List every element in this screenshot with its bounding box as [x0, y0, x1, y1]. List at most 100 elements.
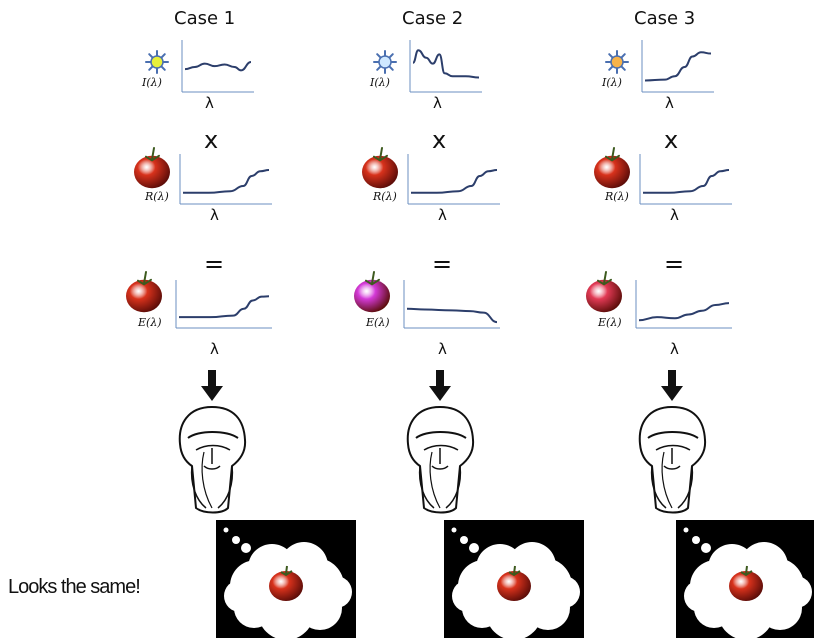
sun-disc [610, 55, 624, 69]
head-cheek [201, 451, 213, 509]
emitted-label: E(λ) [138, 316, 162, 329]
thought-cloud [258, 584, 314, 640]
tomato-stem [365, 271, 380, 286]
multiply-sign: x [204, 126, 219, 154]
thought-cloud [780, 576, 812, 608]
plot-curve [638, 302, 730, 322]
sun-ray [620, 65, 626, 71]
tomato-body [354, 279, 390, 313]
thought-dot [683, 527, 689, 533]
sun-ray [160, 53, 166, 59]
plot-curve [412, 49, 480, 79]
plot-curve [179, 295, 270, 319]
thought-cloud [320, 576, 352, 608]
head-brow [187, 431, 239, 439]
thought-dot [701, 543, 711, 553]
head-icon [178, 406, 247, 514]
thought-bubble [676, 520, 814, 640]
sun-ray [148, 53, 154, 59]
tomato-icon [594, 147, 630, 189]
multiply-sign: x [664, 126, 679, 154]
reflectance-plot [639, 154, 732, 205]
sun-ray [388, 65, 394, 71]
sun-ray [620, 53, 626, 59]
tomato-icon [586, 271, 622, 313]
illuminant-label: I(λ) [602, 76, 622, 89]
arrow-shape [201, 370, 223, 401]
head-line [195, 444, 231, 451]
looks-same-label: Looks the same! [8, 576, 141, 598]
head-jaw [190, 465, 234, 509]
sun-disc [150, 55, 164, 69]
head-nose [431, 448, 449, 470]
thought-cloud [486, 584, 542, 640]
tomato-stem [145, 147, 160, 162]
emitted-label: E(λ) [366, 316, 390, 329]
sun-ray [608, 53, 614, 59]
reflectance-plot [407, 154, 500, 205]
thought-tomato-stem [508, 565, 521, 577]
head-line [655, 444, 691, 451]
sun-ray [376, 53, 382, 59]
thought-dot [241, 543, 251, 553]
sun-ray [388, 53, 394, 59]
sun-icon [605, 50, 629, 74]
tomato-body [594, 155, 630, 189]
equals-sign: = [432, 250, 453, 278]
head-icon [638, 406, 707, 514]
tomato-body [126, 279, 162, 313]
wavelength-label: λ [438, 206, 447, 224]
head-brow [647, 431, 699, 439]
thought-cloud [684, 580, 716, 612]
thought-tomato-stem [740, 565, 753, 577]
down-arrow-icon [429, 370, 451, 401]
emitted-plot [635, 280, 732, 329]
equals-sign: = [204, 250, 225, 278]
emitted-plot [403, 280, 500, 329]
sun-disc [378, 55, 392, 69]
case-title: Case 3 [634, 8, 696, 29]
head-brow [415, 431, 467, 439]
wavelength-label: λ [205, 94, 214, 112]
tomato-stem [137, 271, 152, 286]
arrow-shape [661, 370, 683, 401]
thought-bubble [444, 520, 584, 640]
sun-ray [148, 65, 154, 71]
head-cheek [429, 451, 441, 509]
thought-tomato [497, 571, 531, 601]
thought-dot [223, 527, 229, 533]
wavelength-label: λ [210, 340, 219, 358]
multiply-sign: x [432, 126, 447, 154]
wavelength-label: λ [670, 206, 679, 224]
plot-curve [644, 51, 712, 82]
plot-curve [410, 169, 498, 194]
tomato-body [362, 155, 398, 189]
case-title: Case 2 [402, 8, 464, 29]
reflectance-label: R(λ) [145, 190, 169, 203]
illuminant-label: I(λ) [142, 76, 162, 89]
illuminant-label: I(λ) [370, 76, 390, 89]
thought-dot [692, 536, 700, 544]
tomato-body [586, 279, 622, 313]
sun-ray [608, 65, 614, 71]
tomato-stem [605, 147, 620, 162]
thought-tomato [269, 571, 303, 601]
equals-sign: = [664, 250, 685, 278]
wavelength-label: λ [665, 94, 674, 112]
head-jaw [650, 465, 694, 509]
thought-dot [469, 543, 479, 553]
plot-curve [642, 169, 730, 194]
plot-curve [406, 307, 498, 324]
thought-dot [460, 536, 468, 544]
thought-tomato [729, 571, 763, 601]
illuminant-plot [641, 40, 714, 93]
wavelength-label: λ [433, 94, 442, 112]
thought-bubble [216, 520, 356, 640]
wavelength-label: λ [210, 206, 219, 224]
head-jaw [418, 465, 462, 509]
tomato-icon [354, 271, 390, 313]
down-arrow-icon [201, 370, 223, 401]
illuminant-plot [409, 40, 482, 93]
head-nose [203, 448, 221, 470]
thought-tomato-stem [280, 565, 293, 577]
